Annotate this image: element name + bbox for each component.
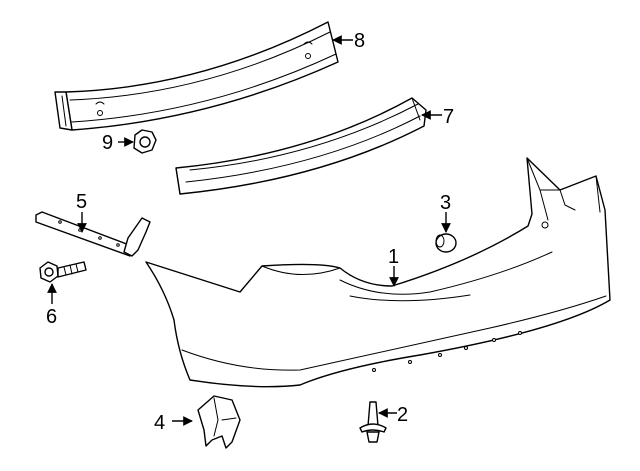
callout-8: 8 (354, 30, 365, 52)
bolt-part[interactable] (39, 261, 87, 283)
callout-1: 1 (388, 246, 399, 268)
callout-labels: 8 7 9 3 5 1 6 4 2 (46, 30, 454, 434)
clip-part[interactable] (359, 401, 387, 443)
cap-part[interactable] (435, 233, 457, 253)
mounting-bracket-part[interactable] (197, 395, 241, 449)
side-bracket-part[interactable] (35, 211, 151, 257)
callout-3: 3 (440, 192, 451, 214)
callout-2: 2 (397, 404, 408, 426)
energy-absorber-part[interactable] (175, 97, 427, 195)
callout-7: 7 (443, 106, 454, 128)
callout-9: 9 (102, 132, 113, 154)
bumper-cover-part[interactable] (145, 157, 611, 388)
callout-4: 4 (154, 412, 165, 434)
leader-lines (47, 35, 451, 426)
callout-5: 5 (76, 191, 87, 213)
reinforcement-bar-part[interactable] (54, 21, 339, 131)
callout-6: 6 (46, 306, 57, 328)
nut-part[interactable] (133, 129, 157, 154)
